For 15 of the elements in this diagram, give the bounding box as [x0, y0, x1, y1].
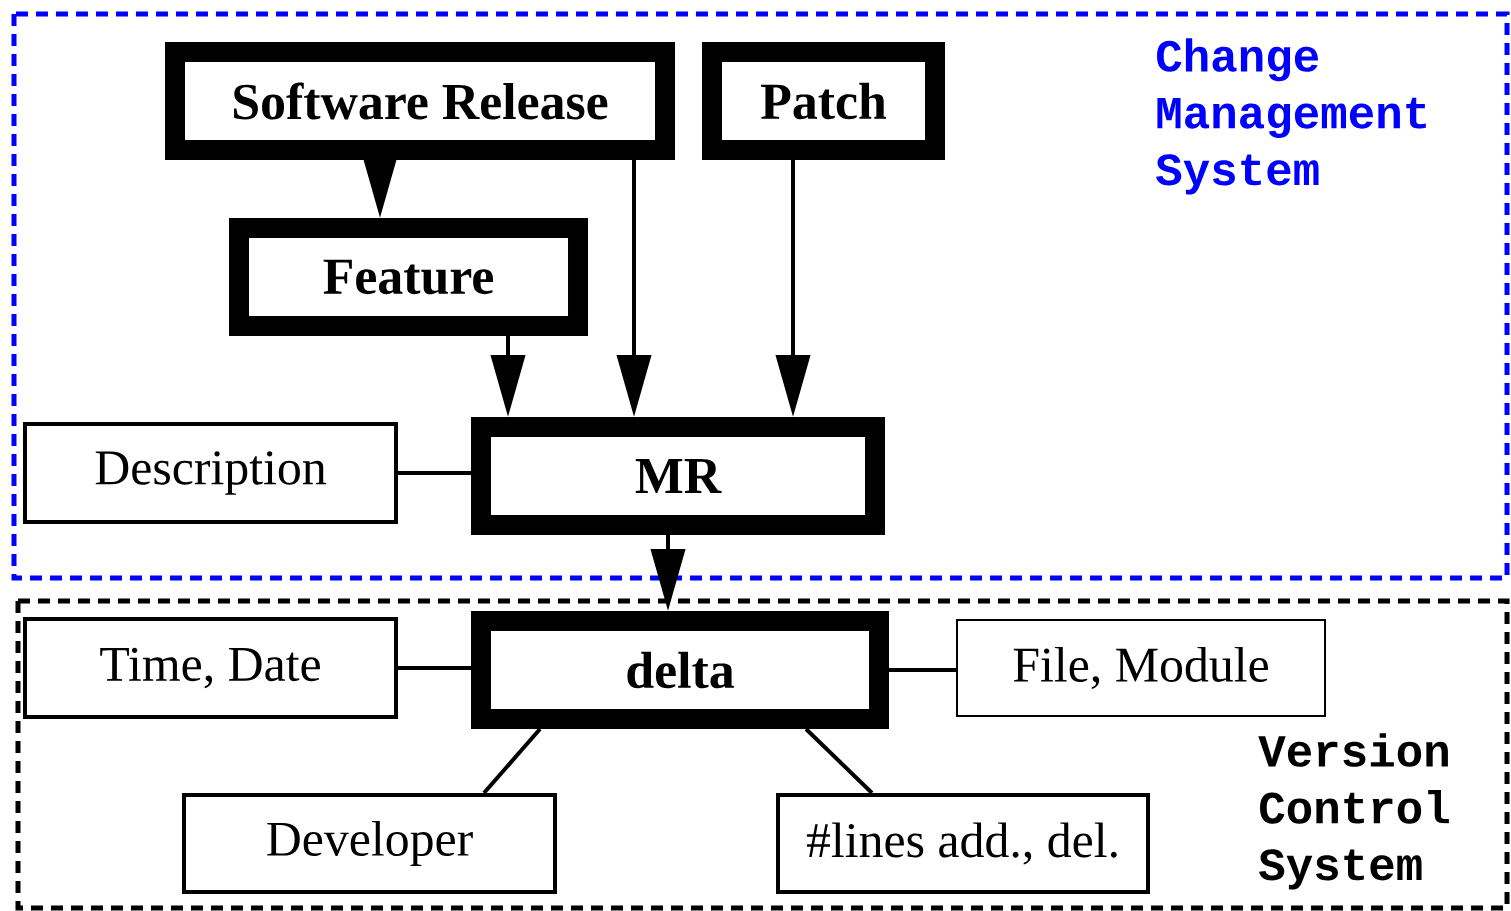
- connector-line: [398, 471, 471, 475]
- entity-box: Software Release: [165, 42, 675, 160]
- connector-line: [482, 727, 542, 795]
- connector-line: [889, 668, 956, 672]
- entity-box: MR: [471, 417, 885, 535]
- attribute-box: File, Module: [956, 619, 1326, 717]
- attribute-box: Time, Date: [23, 617, 398, 719]
- attribute-box: Description: [23, 422, 398, 524]
- entity-box: Patch: [702, 42, 945, 160]
- attribute-box: Developer: [182, 793, 557, 894]
- connector-line: [804, 727, 874, 795]
- connector-line: [398, 666, 471, 670]
- entity-box: Feature: [229, 218, 588, 336]
- entity-box: delta: [471, 611, 889, 729]
- attribute-box: #lines add., del.: [776, 793, 1150, 894]
